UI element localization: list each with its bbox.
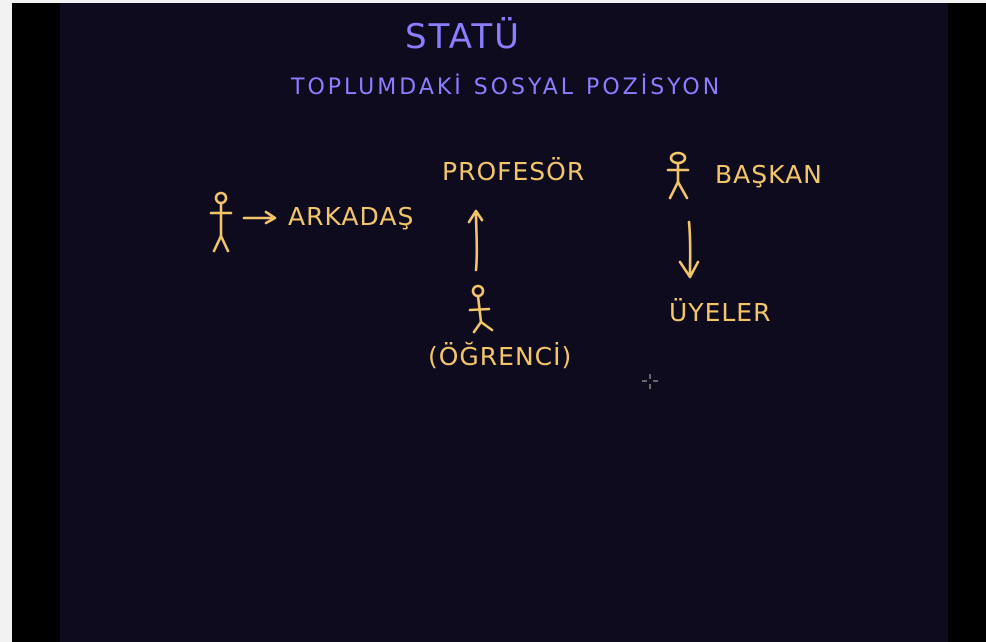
student-label: (ÖĞRENCİ)	[428, 342, 573, 371]
board-subtitle: TOPLUMDAKİ SOSYAL POZİSYON	[291, 75, 723, 100]
chalkboard	[60, 3, 948, 642]
professor-label: PROFESÖR	[442, 157, 586, 186]
members-label: ÜYELER	[669, 298, 772, 327]
board-title: STATÜ	[405, 17, 521, 57]
president-label: BAŞKAN	[715, 160, 823, 189]
friend-label: ARKADAŞ	[288, 202, 415, 231]
